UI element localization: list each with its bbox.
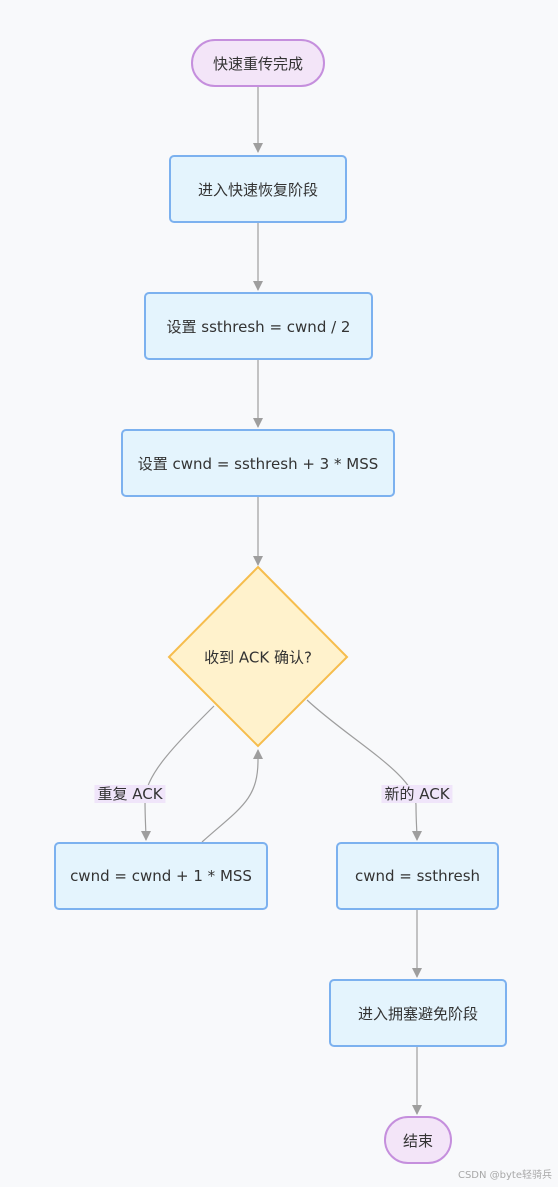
cwnd-increase-node: cwnd = cwnd + 1 * MSS [54,842,268,910]
start-node-label: 快速重传完成 [212,54,303,73]
end-node-label: 结束 [402,1131,433,1150]
cwnd-increase-label: cwnd = cwnd + 1 * MSS [70,867,252,885]
set-ssthresh-node: 设置 ssthresh = cwnd / 2 [144,292,373,360]
enter-fast-recovery-node: 进入快速恢复阶段 [169,155,347,223]
enter-fast-recovery-label: 进入快速恢复阶段 [197,180,318,199]
cwnd-reset-label: cwnd = ssthresh [354,867,481,885]
edge-decision-to-new-ack [306,699,422,841]
new-ack-edge-label: 新的 ACK [381,785,453,803]
edge-decision-to-dup-ack [140,705,215,841]
enter-congestion-avoidance-node: 进入拥塞避免阶段 [329,979,507,1047]
cwnd-reset-node: cwnd = ssthresh [336,842,499,910]
set-ssthresh-label: 设置 ssthresh = cwnd / 2 [166,317,351,336]
decision-label: 收到 ACK 确认? [204,648,312,667]
edge-dup-ack-loop-back [201,749,263,843]
dup-ack-edge-label: 重复 ACK [94,785,166,803]
set-cwnd-label: 设置 cwnd = ssthresh + 3 * MSS [137,454,379,473]
start-node: 快速重传完成 [191,39,325,87]
end-node: 结束 [384,1116,452,1164]
watermark: CSDN @byte轻骑兵 [457,1170,552,1181]
decision-diamond [167,565,349,748]
set-cwnd-node: 设置 cwnd = ssthresh + 3 * MSS [121,429,395,497]
enter-congestion-avoidance-label: 进入拥塞避免阶段 [357,1004,478,1023]
